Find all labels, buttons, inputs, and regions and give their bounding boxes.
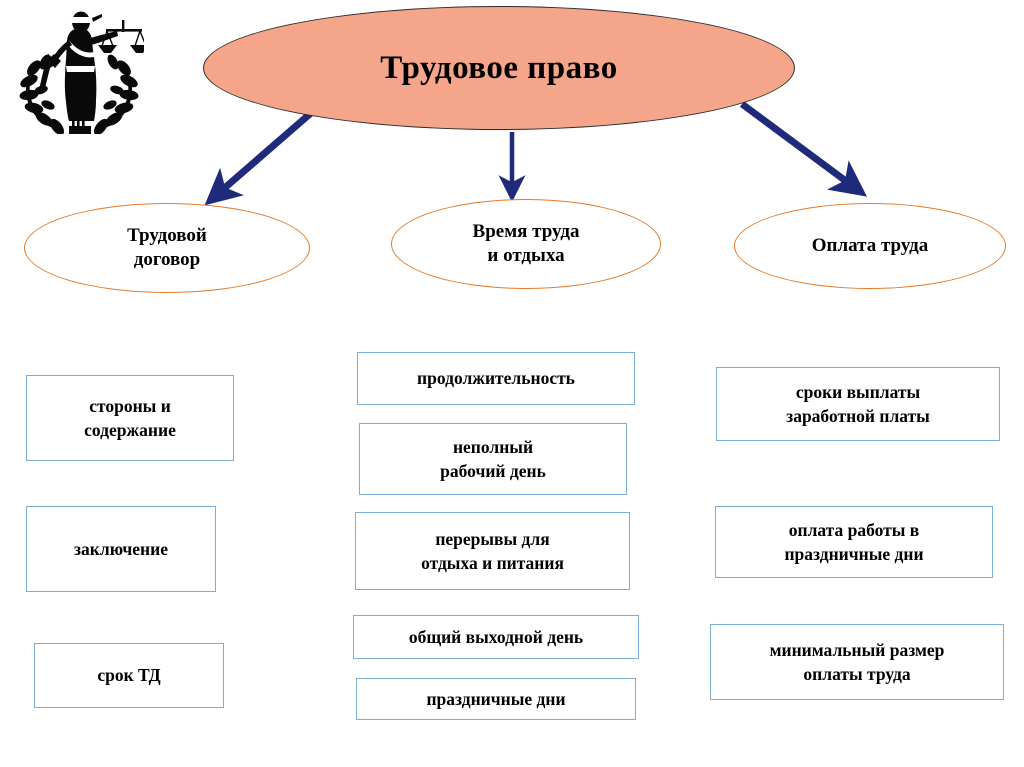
leaf-node-label: продолжительность — [417, 368, 575, 389]
leaf-node-label: стороны и содержание — [84, 395, 176, 440]
root-node-label: Трудовое право — [380, 49, 618, 86]
leaf-node-label: оплата работы в праздничные дни — [784, 519, 924, 564]
leaf-node-label: праздничные дни — [426, 688, 566, 709]
leaf-node-nepolnyy-rabochiy-den[interactable]: неполный рабочий день — [359, 423, 627, 495]
category-node-oplata-truda[interactable]: Оплата труда — [734, 203, 1006, 289]
leaf-node-label: заключение — [74, 538, 168, 559]
leaf-node-label: срок ТД — [97, 665, 161, 686]
leaf-node-pereryvy-dlya-otdyha-i-pitaniya[interactable]: перерывы для отдыха и питания — [355, 512, 630, 590]
arrow-root-to-oplata-truda — [739, 101, 867, 197]
leaf-node-srok-td[interactable]: срок ТД — [34, 643, 224, 708]
leaf-node-sroki-vyplaty-zarabotnoy-platy[interactable]: сроки выплаты заработной платы — [716, 367, 1000, 441]
leaf-node-obshchiy-vyhodnoy-den[interactable]: общий выходной день — [353, 615, 639, 659]
leaf-node-oplata-raboty-v-prazdnichnye-dni[interactable]: оплата работы в праздничные дни — [715, 506, 993, 578]
leaf-node-prazdnichnye-dni[interactable]: праздничные дни — [356, 678, 636, 720]
root-node-trudovoe-pravo[interactable]: Трудовое право — [203, 6, 795, 130]
leaf-node-zaklyuchenie[interactable]: заключение — [26, 506, 216, 592]
leaf-node-label: сроки выплаты заработной платы — [786, 381, 930, 426]
leaf-node-prodolzhitelnost[interactable]: продолжительность — [357, 352, 635, 405]
leaf-node-minimalnyy-razmer-oplaty-truda[interactable]: минимальный размер оплаты труда — [710, 624, 1004, 700]
leaf-node-storony-i-soderzhanie[interactable]: стороны и содержание — [26, 375, 234, 461]
leaf-node-label: неполный рабочий день — [440, 436, 546, 481]
category-node-label: Оплата труда — [811, 234, 929, 256]
category-node-label: Время труда и отдыха — [472, 220, 580, 266]
lady-justice-icon — [19, 11, 144, 134]
leaf-node-label: минимальный размер оплаты труда — [769, 639, 945, 684]
leaf-node-label: перерывы для отдыха и питания — [421, 528, 564, 573]
category-node-label: Трудовой договор — [127, 224, 207, 270]
category-node-vremya-truda-i-otdyha[interactable]: Время труда и отдыха — [391, 199, 661, 289]
arrow-root-to-trudovoy-dogovor — [204, 110, 314, 206]
leaf-node-label: общий выходной день — [408, 626, 584, 647]
category-node-trudovoy-dogovor[interactable]: Трудовой договор — [24, 203, 310, 293]
